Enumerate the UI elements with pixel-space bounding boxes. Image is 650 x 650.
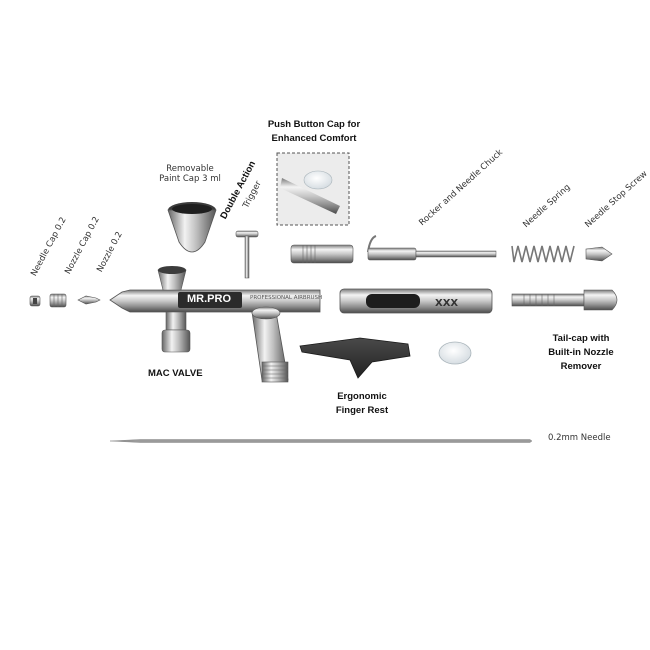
- needle-stop-screw-part: [585, 246, 613, 262]
- nozzle-part: [77, 295, 101, 305]
- label-push-button-line2: Enhanced Comfort: [271, 133, 357, 144]
- needle-spring-part: [511, 245, 575, 263]
- label-finger-rest-line1: Ergonomic: [337, 391, 387, 402]
- label-paint-cap: Removable Paint Cap 3 ml: [150, 164, 230, 184]
- paint-cap-part: [167, 202, 217, 253]
- needle-cap-part: [29, 295, 41, 307]
- button-cap-disc: [438, 341, 472, 365]
- label-mac-valve: MAC VALVE: [148, 368, 203, 379]
- airbrush-body: [109, 266, 321, 383]
- label-needle: 0.2mm Needle: [548, 433, 611, 443]
- rocker-part: [367, 235, 497, 261]
- label-tail-cap-line1: Tail-cap with: [552, 333, 610, 344]
- needle-part: [109, 439, 533, 443]
- needle-chuck-part: [290, 244, 354, 264]
- label-tail-cap-line3: Remover: [560, 361, 602, 372]
- trigger-part: [235, 230, 259, 279]
- label-push-button-cap: Push Button Cap for Enhanced Comfort: [262, 118, 366, 146]
- svg-text:XXX: XXX: [435, 298, 458, 309]
- label-paint-cap-line1: Removable: [166, 164, 214, 174]
- label-finger-rest: Ergonomic Finger Rest: [322, 390, 402, 418]
- nozzle-cap-part: [49, 293, 67, 308]
- tail-cap-part: [511, 289, 618, 311]
- label-tail-cap: Tail-cap with Built-in Nozzle Remover: [536, 332, 626, 374]
- label-tail-cap-line2: Built-in Nozzle: [548, 347, 614, 358]
- handle-tube-part: XXX: [339, 288, 493, 314]
- body-engraving-text: PROFESSIONAL AIRBRUSH: [250, 295, 323, 301]
- brand-logo-text: MR.PRO: [187, 293, 231, 305]
- label-paint-cap-line2: Paint Cap 3 ml: [159, 174, 221, 184]
- label-finger-rest-line2: Finger Rest: [335, 405, 389, 416]
- push-button-inset: [276, 152, 350, 226]
- label-push-button-line1: Push Button Cap for: [267, 119, 361, 130]
- finger-rest-part: [299, 337, 411, 379]
